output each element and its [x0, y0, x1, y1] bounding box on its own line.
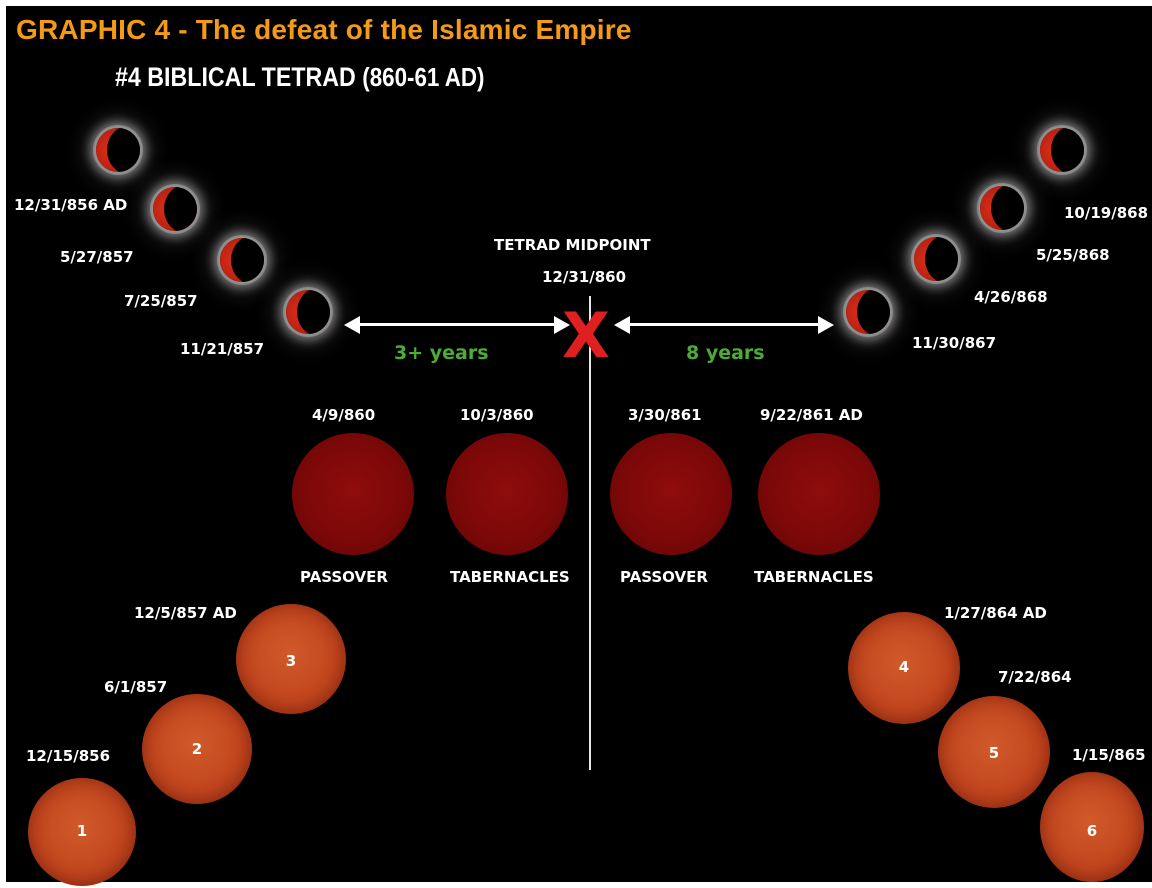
blood-moon-icon [446, 433, 568, 555]
midpoint-marker: X [562, 299, 610, 372]
right-span-arrow [626, 323, 822, 326]
solar-eclipse-icon: 6 [1040, 772, 1144, 882]
arrow-head-icon [614, 316, 630, 334]
solar-eclipse-number: 1 [76, 822, 88, 840]
partial-eclipse-date: 11/21/857 [180, 340, 265, 358]
partial-eclipse-icon [914, 237, 958, 281]
solar-eclipse-number: 5 [988, 744, 1000, 762]
tetrad-date: 4/9/860 [312, 406, 376, 424]
solar-eclipse-number: 6 [1086, 822, 1098, 840]
blood-moon-icon [610, 433, 732, 555]
tetrad-heading: #4 BIBLICAL TETRAD (860-61 AD) [115, 62, 484, 93]
partial-eclipse-icon [96, 128, 140, 172]
tetrad-date: 3/30/861 [628, 406, 702, 424]
midpoint-line [589, 296, 591, 770]
solar-eclipse-number: 4 [898, 658, 910, 676]
left-span-arrow [356, 323, 558, 326]
feast-label: PASSOVER [620, 568, 708, 586]
partial-eclipse-date: 12/31/856 AD [14, 196, 128, 214]
graphic-title: GRAPHIC 4 - The defeat of the Islamic Em… [16, 14, 632, 45]
partial-eclipse-icon [153, 187, 197, 231]
arrow-head-icon [344, 316, 360, 334]
tetrad-heading-text: #4 BIBLICAL TETRAD [115, 62, 356, 92]
solar-eclipse-icon: 5 [938, 696, 1050, 808]
solar-eclipse-date: 12/5/857 AD [134, 604, 237, 622]
midpoint-date: 12/31/860 [542, 268, 627, 286]
solar-eclipse-date: 1/27/864 AD [944, 604, 1047, 622]
partial-eclipse-icon [1040, 128, 1084, 172]
partial-eclipse-icon [286, 290, 330, 334]
solar-eclipse-icon: 3 [236, 604, 346, 714]
solar-eclipse-date: 6/1/857 [104, 678, 168, 696]
feast-label: TABERNACLES [450, 568, 570, 586]
solar-eclipse-icon: 4 [848, 612, 960, 724]
solar-eclipse-icon: 1 [28, 778, 136, 886]
feast-label: TABERNACLES [754, 568, 874, 586]
tetrad-heading-years: (860-61 AD) [362, 62, 485, 92]
left-span-label: 3+ years [394, 342, 489, 364]
solar-eclipse-date: 7/22/864 [998, 668, 1072, 686]
partial-eclipse-icon [980, 186, 1024, 230]
right-span-label: 8 years [686, 342, 765, 364]
partial-eclipse-date: 5/27/857 [60, 248, 134, 266]
solar-eclipse-icon: 2 [142, 694, 252, 804]
blood-moon-icon [758, 433, 880, 555]
partial-eclipse-icon [846, 290, 890, 334]
tetrad-date: 10/3/860 [460, 406, 534, 424]
solar-eclipse-number: 3 [285, 652, 297, 670]
feast-label: PASSOVER [300, 568, 388, 586]
tetrad-date: 9/22/861 AD [760, 406, 863, 424]
midpoint-label: TETRAD MIDPOINT [494, 236, 651, 254]
arrow-head-icon [554, 316, 570, 334]
partial-eclipse-date: 7/25/857 [124, 292, 198, 310]
partial-eclipse-date: 5/25/868 [1036, 246, 1110, 264]
solar-eclipse-date: 1/15/865 [1072, 746, 1146, 764]
blood-moon-icon [292, 433, 414, 555]
solar-eclipse-date: 12/15/856 [26, 747, 111, 765]
solar-eclipse-number: 2 [191, 740, 203, 758]
partial-eclipse-date: 11/30/867 [912, 334, 997, 352]
arrow-head-icon [818, 316, 834, 334]
partial-eclipse-icon [220, 238, 264, 282]
partial-eclipse-date: 4/26/868 [974, 288, 1048, 306]
partial-eclipse-date: 10/19/868 [1064, 204, 1149, 222]
